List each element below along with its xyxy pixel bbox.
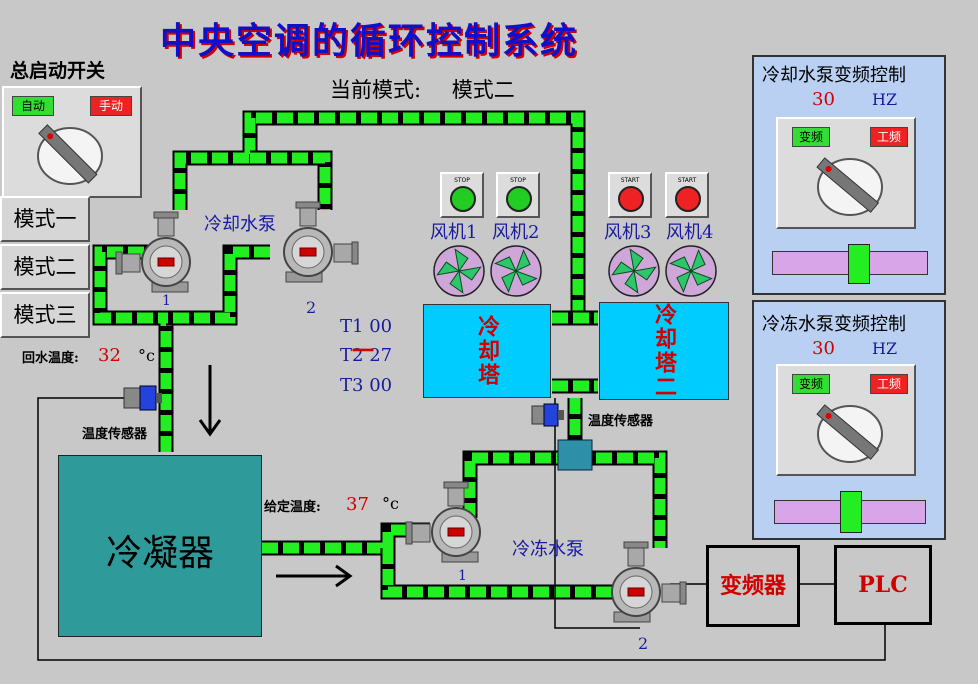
fan-2-button[interactable]: STOP <box>496 172 540 218</box>
chilled-vfd-title: 冷冻水泵变频控制 <box>762 314 906 335</box>
fan-4-icon <box>665 245 717 297</box>
chilled-pump-1-number: 1 <box>458 568 467 584</box>
cooling-pump-label: 冷却水泵 <box>204 214 276 235</box>
cooling-pump-1-icon <box>115 211 191 293</box>
chilled-vfd-switch-panel: 变频 工频 <box>776 364 916 476</box>
current-mode-label: 当前模式: <box>330 78 422 102</box>
manual-button[interactable]: 手动 <box>90 96 132 116</box>
page-title: 中央空调的循环控制系统 <box>160 20 579 62</box>
condenser: 冷凝器 <box>58 455 262 637</box>
cooling-vfd-freq: 30 <box>812 89 835 110</box>
cooling-pump-2-icon <box>283 201 359 283</box>
pipe-tee <box>557 439 593 471</box>
fan-4-lamp-icon <box>675 186 701 212</box>
fan-2-lamp-icon <box>506 186 532 212</box>
chilled-vfd-rotary-switch[interactable] <box>814 400 894 472</box>
master-switch-title: 总启动开关 <box>10 60 106 82</box>
cooling-vfd-title: 冷却水泵变频控制 <box>762 65 906 86</box>
return-temp-value: 32 <box>98 345 121 366</box>
cooling-vfd-variable-button[interactable]: 变频 <box>792 127 830 147</box>
setpoint-unit: °c <box>382 494 399 513</box>
mode-3-button[interactable]: 模式三 <box>0 292 90 338</box>
vfd-box: 变频器 <box>706 545 800 627</box>
chilled-vfd-slider-thumb[interactable] <box>840 491 862 533</box>
cooling-vfd-panel: 冷却水泵变频控制 30 HZ 变频 工频 <box>752 55 946 295</box>
chilled-pump-label: 冷冻水泵 <box>512 539 584 560</box>
fan-2-icon <box>490 245 542 297</box>
fan-3-label: 风机3 <box>604 222 652 243</box>
chilled-vfd-power-button[interactable]: 工频 <box>870 374 908 394</box>
pipe-segment <box>575 452 666 548</box>
cooling-vfd-switch-panel: 变频 工频 <box>776 117 916 229</box>
temp-t1: T1 00 <box>340 316 392 337</box>
temp-sensor-label-1: 温度传感器 <box>82 427 148 442</box>
fan-4-button-text: START <box>677 177 697 184</box>
fan-4-label: 风机4 <box>666 222 714 243</box>
temp-t1-value: 00 <box>369 316 393 337</box>
fan-2-button-text: STOP <box>510 177 526 184</box>
plc-box: PLC <box>834 545 932 625</box>
master-rotary-switch[interactable] <box>34 122 114 194</box>
temp-sensor-label-2: 温度传感器 <box>588 414 654 429</box>
fan-1-icon <box>433 245 485 297</box>
cooling-vfd-unit: HZ <box>872 90 898 109</box>
fan-1-lamp-icon <box>450 186 476 212</box>
cooling-tower-1: 冷却塔一 <box>348 304 551 398</box>
master-switch-panel: 自动 手动 <box>2 86 142 198</box>
temp-t3-label: T3 <box>340 375 364 396</box>
chilled-vfd-slider[interactable] <box>774 491 926 533</box>
setpoint-label: 给定温度: <box>264 500 321 515</box>
pipe-segment <box>464 398 581 518</box>
chilled-vfd-freq: 30 <box>812 338 835 359</box>
temp-t3: T3 00 <box>340 375 392 396</box>
condenser-label: 冷凝器 <box>105 533 214 574</box>
pipe-segment <box>166 246 270 324</box>
fan-1-button[interactable]: STOP <box>440 172 484 218</box>
chilled-pump-2-number: 2 <box>638 634 649 653</box>
pipe-segment <box>382 548 650 598</box>
return-temp-unit: °c <box>138 346 155 365</box>
fan-3-lamp-icon <box>618 186 644 212</box>
mode-1-button[interactable]: 模式一 <box>0 196 90 242</box>
current-mode-value: 模式二 <box>451 78 515 102</box>
cooling-vfd-slider[interactable] <box>772 244 928 284</box>
temp-sensor-icon <box>123 385 162 411</box>
temp-t1-label: T1 <box>340 316 364 337</box>
chilled-vfd-unit: HZ <box>872 339 898 358</box>
chilled-vfd-panel: 冷冻水泵变频控制 30 HZ 变频 工频 <box>752 300 946 540</box>
mode-2-button[interactable]: 模式二 <box>0 244 90 290</box>
pipe-segment <box>262 524 430 554</box>
temp-t2: T2 27 <box>340 345 392 366</box>
cooling-vfd-power-button[interactable]: 工频 <box>870 127 908 147</box>
temp-t2-label: T2 <box>340 345 363 366</box>
temp-t3-value: 00 <box>369 375 393 396</box>
return-temp-label: 回水温度: <box>22 351 79 366</box>
fan-1-label: 风机1 <box>430 222 478 243</box>
fan-3-button[interactable]: START <box>608 172 652 218</box>
chilled-pump-2-icon <box>611 541 687 623</box>
cooling-vfd-slider-thumb[interactable] <box>847 244 870 284</box>
cooling-pump-2-number: 2 <box>306 298 317 317</box>
cooling-pump-1-number: 1 <box>162 293 171 309</box>
setpoint-value[interactable]: 37 <box>346 494 369 515</box>
fan-2-label: 风机2 <box>492 222 540 243</box>
pipe-segment <box>174 112 584 318</box>
current-mode: 当前模式: 模式二 <box>330 74 515 104</box>
pipe-segment <box>250 152 331 210</box>
temp-t2-value: 27 <box>369 345 392 366</box>
auto-button[interactable]: 自动 <box>12 96 54 116</box>
fan-4-button[interactable]: START <box>665 172 709 218</box>
fan-1-button-text: STOP <box>454 177 470 184</box>
chilled-vfd-variable-button[interactable]: 变频 <box>792 374 830 394</box>
temp-sensor-icon-2 <box>531 403 564 427</box>
cooling-vfd-rotary-switch[interactable] <box>814 153 894 225</box>
cooling-tower-2: 冷却塔二 <box>599 302 729 400</box>
fan-3-button-text: START <box>620 177 640 184</box>
chilled-pump-1-icon <box>405 481 481 563</box>
fan-3-icon <box>608 245 660 297</box>
